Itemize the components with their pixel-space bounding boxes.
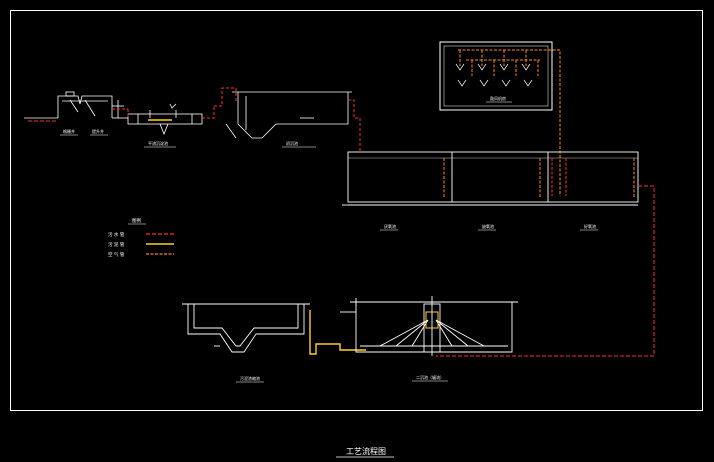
tank-c-label: 好氧池 bbox=[584, 223, 596, 229]
blower-room-label: 鼓风机房 bbox=[490, 95, 506, 101]
small-sed-tank bbox=[127, 103, 203, 136]
tank-b-label: 缺氧池 bbox=[482, 223, 494, 229]
legend-header: 图例 bbox=[132, 217, 141, 224]
sludge-tank-label: 污泥浓缩池 bbox=[240, 375, 260, 381]
blower-room bbox=[439, 41, 553, 111]
sewage-pipe-to-primary bbox=[214, 87, 237, 107]
clarifier-label: 二沉池（辐流） bbox=[416, 374, 444, 380]
grid-chamber bbox=[24, 91, 128, 119]
aeration-tanks bbox=[342, 151, 639, 206]
sludge-pipe-return bbox=[309, 310, 366, 355]
tank-a-label: 厌氧池 bbox=[384, 223, 396, 229]
legend-sludge-label: 污 泥 管 bbox=[108, 241, 125, 248]
small-sed-tank-label: 平流沉淀池 bbox=[148, 140, 168, 146]
primary-sed-tank bbox=[225, 91, 352, 139]
blower-units bbox=[455, 63, 533, 87]
aeration-air-drops bbox=[443, 158, 635, 198]
sludge-tank bbox=[182, 303, 310, 353]
drawing-frame bbox=[10, 10, 703, 411]
sewage-pipe-to-small-tank bbox=[112, 106, 215, 119]
legend-sewage-label: 污 水 管 bbox=[108, 231, 125, 238]
drawing-title: 工艺流程图 bbox=[346, 446, 386, 456]
legend: 图例 污 水 管 污 泥 管 空 气 管 bbox=[108, 217, 174, 258]
clarifier-center-drive bbox=[425, 311, 439, 329]
grid-chamber-label: 格栅井 bbox=[63, 128, 75, 134]
clarifier bbox=[340, 296, 518, 356]
air-manifold bbox=[458, 49, 561, 196]
sewage-pipe-primary-out bbox=[348, 99, 361, 152]
legend-air-label: 空 气 管 bbox=[108, 251, 125, 258]
sewage-pipe-aer-to-clarifier bbox=[436, 185, 655, 357]
lift-well-label: 提升井 bbox=[92, 128, 104, 134]
primary-sed-tank-label: 初沉池 bbox=[286, 140, 298, 146]
aeration-sewage-bypass bbox=[551, 158, 567, 196]
